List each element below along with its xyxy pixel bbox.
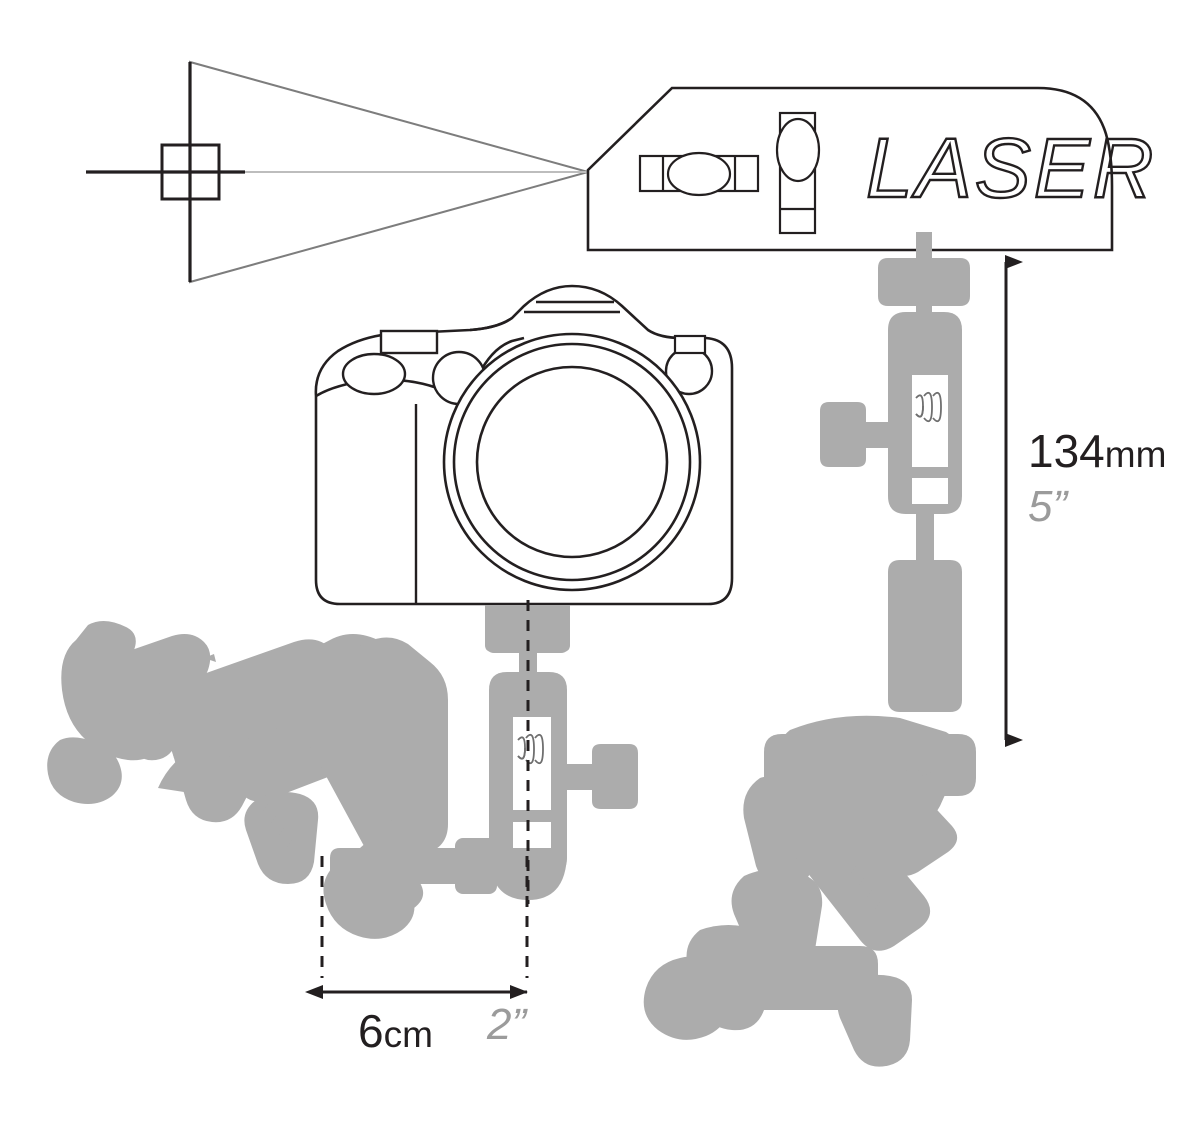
dimension-horizontal-6cm (305, 856, 529, 999)
laser-brand-text: LASER (865, 120, 1156, 216)
laser-tripod-plate (878, 258, 970, 306)
clamp-teeth-left-column (262, 804, 295, 852)
svg-text:LASER: LASER (866, 121, 1156, 215)
clamp-teeth-right-top (900, 769, 935, 780)
camera-right-top-tab (673, 334, 707, 355)
dimension-label-vertical-imperial: 5” (1028, 482, 1068, 531)
dslr-camera (314, 284, 734, 606)
friction-knob-right (820, 402, 888, 467)
horizontal-metric-number: 6 (358, 1005, 384, 1057)
camera-mode-dial (341, 352, 407, 396)
dimension-label-vertical-metric: 134mm (1028, 428, 1166, 474)
horizontal-bubble-vial (638, 151, 760, 197)
spring-coil-left (517, 733, 544, 765)
laser-level-body (586, 86, 1114, 252)
spring-coil-right (915, 391, 942, 423)
super-clamp-left (47, 620, 448, 939)
laser-beam-cone (189, 60, 592, 284)
vertical-metric-number: 134 (1028, 425, 1105, 477)
vertical-metric-unit: mm (1104, 434, 1167, 475)
dimension-label-horizontal-imperial: 2” (487, 1000, 527, 1049)
dimension-label-horizontal-metric: 6cm (358, 1008, 433, 1054)
camera-mount-assembly (330, 605, 638, 900)
horizontal-metric-unit: cm (383, 1014, 433, 1055)
friction-knob-left (567, 744, 638, 809)
camera-flash-shoe (379, 329, 439, 355)
laser-mount-assembly (820, 232, 970, 712)
vertical-bubble-vial (775, 111, 821, 235)
camera-lens-front-element (475, 365, 669, 559)
crosshair-target (86, 62, 245, 282)
clamp-teeth-left (144, 654, 216, 692)
clamp-teeth-right-column (850, 866, 883, 914)
super-clamp-right (643, 715, 976, 1067)
